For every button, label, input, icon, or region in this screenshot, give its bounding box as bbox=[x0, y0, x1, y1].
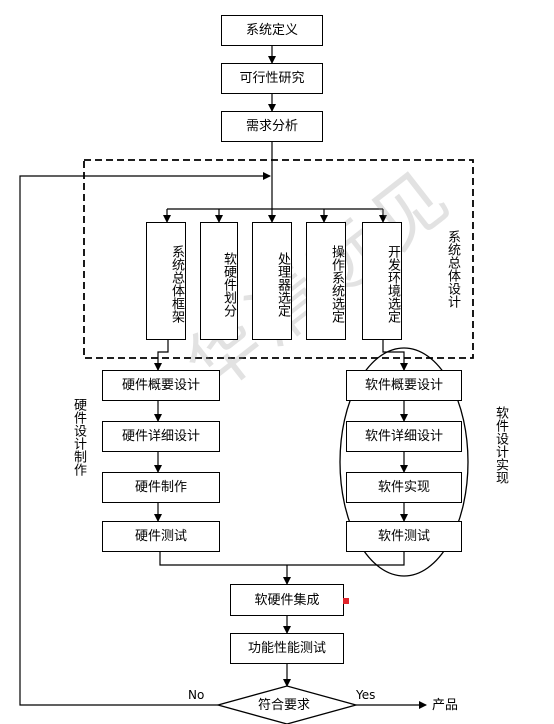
integration-box: 软硬件集成 bbox=[230, 584, 344, 616]
sw-testing-box: 软件测试 bbox=[346, 521, 462, 552]
hw-sw-partition-box: 软硬件划分 bbox=[200, 222, 238, 340]
hw-testing-box: 硬件测试 bbox=[102, 521, 220, 552]
system-design-label: 系统总体设计 bbox=[445, 230, 460, 308]
sw-implementation-box: 软件实现 bbox=[346, 472, 462, 503]
os-selection-box: 操作系统选定 bbox=[306, 222, 346, 340]
requirements-analysis-box: 需求分析 bbox=[221, 111, 323, 142]
hw-fabrication-box: 硬件制作 bbox=[102, 472, 220, 503]
decision-text: 符合要求 bbox=[258, 698, 311, 713]
software-ellipse bbox=[339, 347, 469, 577]
hw-detail-design-box: 硬件详细设计 bbox=[102, 421, 220, 452]
feasibility-study-box: 可行性研究 bbox=[221, 63, 323, 94]
system-design-boundary bbox=[83, 159, 474, 359]
performance-test-box: 功能性能测试 bbox=[230, 633, 344, 664]
no-feedback-line bbox=[19, 172, 271, 706]
decision-diamond bbox=[215, 685, 359, 724]
software-label: 软件设计实现 bbox=[493, 406, 508, 484]
hw-outline-design-box: 硬件概要设计 bbox=[102, 370, 220, 401]
hardware-label: 硬件设计制作 bbox=[71, 398, 86, 476]
sw-outline-design-box: 软件概要设计 bbox=[346, 370, 462, 401]
product-label: 产品 bbox=[432, 698, 459, 713]
red-marker bbox=[343, 598, 349, 604]
system-definition-box: 系统定义 bbox=[221, 15, 323, 46]
processor-selection-box: 处理器选定 bbox=[252, 222, 292, 340]
sw-detail-design-box: 软件详细设计 bbox=[346, 421, 462, 452]
system-framework-box: 系统总体框架 bbox=[146, 222, 186, 340]
yes-label: Yes bbox=[356, 688, 376, 702]
no-label: No bbox=[188, 688, 205, 702]
dev-env-selection-box: 开发环境选定 bbox=[362, 222, 402, 340]
